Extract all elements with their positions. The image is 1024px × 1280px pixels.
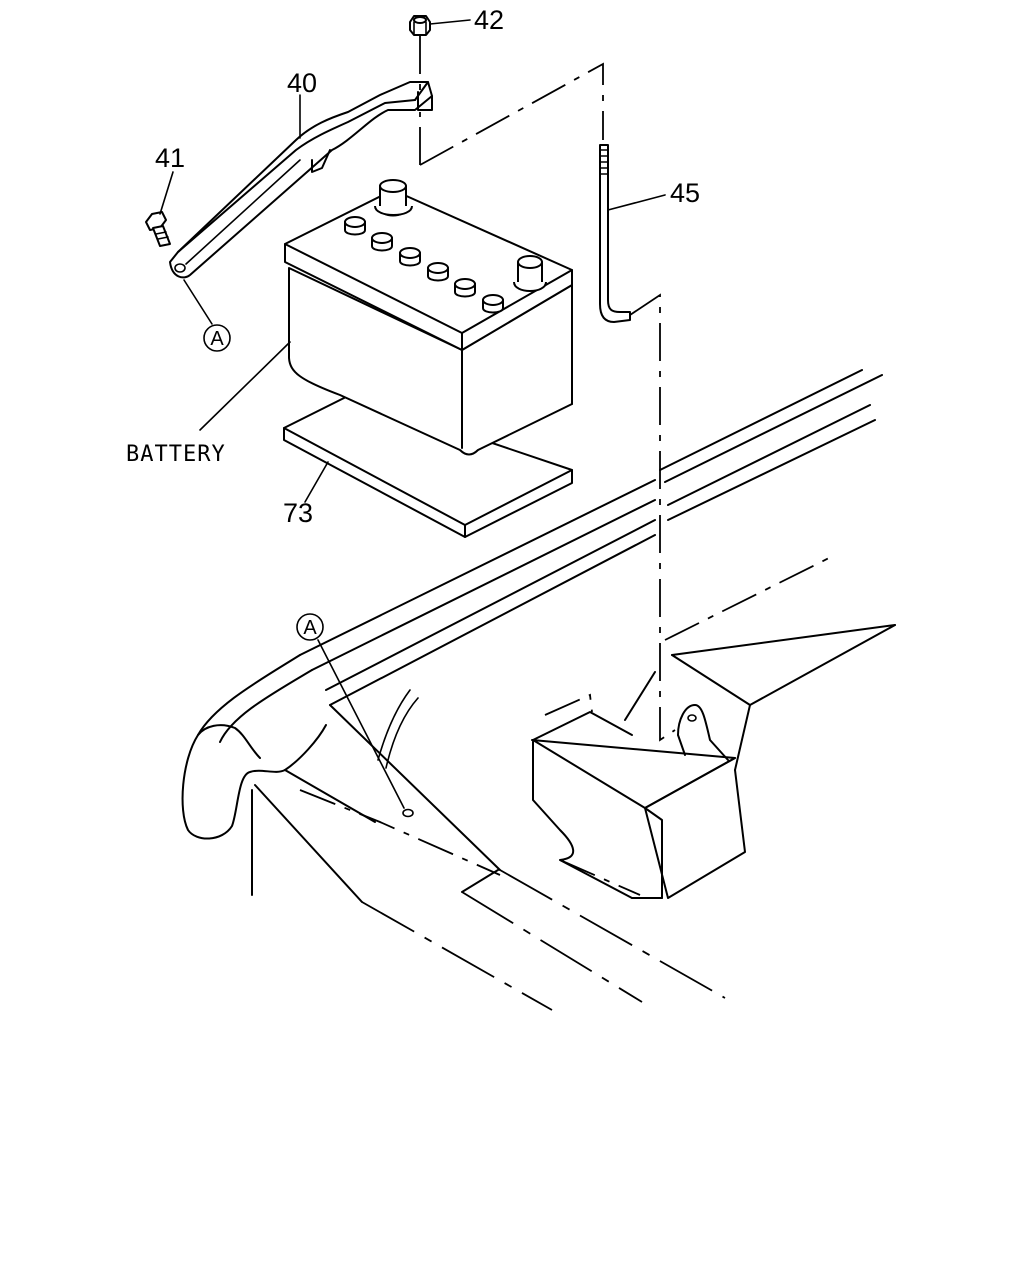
hold-down-bracket — [169, 81, 433, 279]
callout-tray-plate: 73 — [283, 498, 313, 528]
callout-bolt: 41 — [155, 143, 185, 173]
callout-battery: BATTERY — [126, 442, 226, 467]
hook-bolt — [599, 144, 631, 323]
battery-carrier-bracket — [531, 693, 746, 899]
cell-caps — [344, 216, 504, 314]
vehicle-body — [181, 369, 896, 1011]
battery — [284, 179, 573, 456]
phantom-lines — [419, 36, 676, 742]
reference-mark-lower: A — [296, 613, 324, 641]
callout-nut: 42 — [474, 5, 504, 35]
callout-bracket: 40 — [287, 68, 317, 98]
nut — [409, 15, 431, 36]
svg-text:A: A — [210, 328, 224, 350]
leader-lines — [159, 19, 666, 809]
bolt — [145, 211, 171, 247]
reference-mark-upper: A — [203, 324, 231, 352]
svg-text:A: A — [303, 617, 317, 639]
callout-hook-bolt: 45 — [670, 178, 700, 208]
